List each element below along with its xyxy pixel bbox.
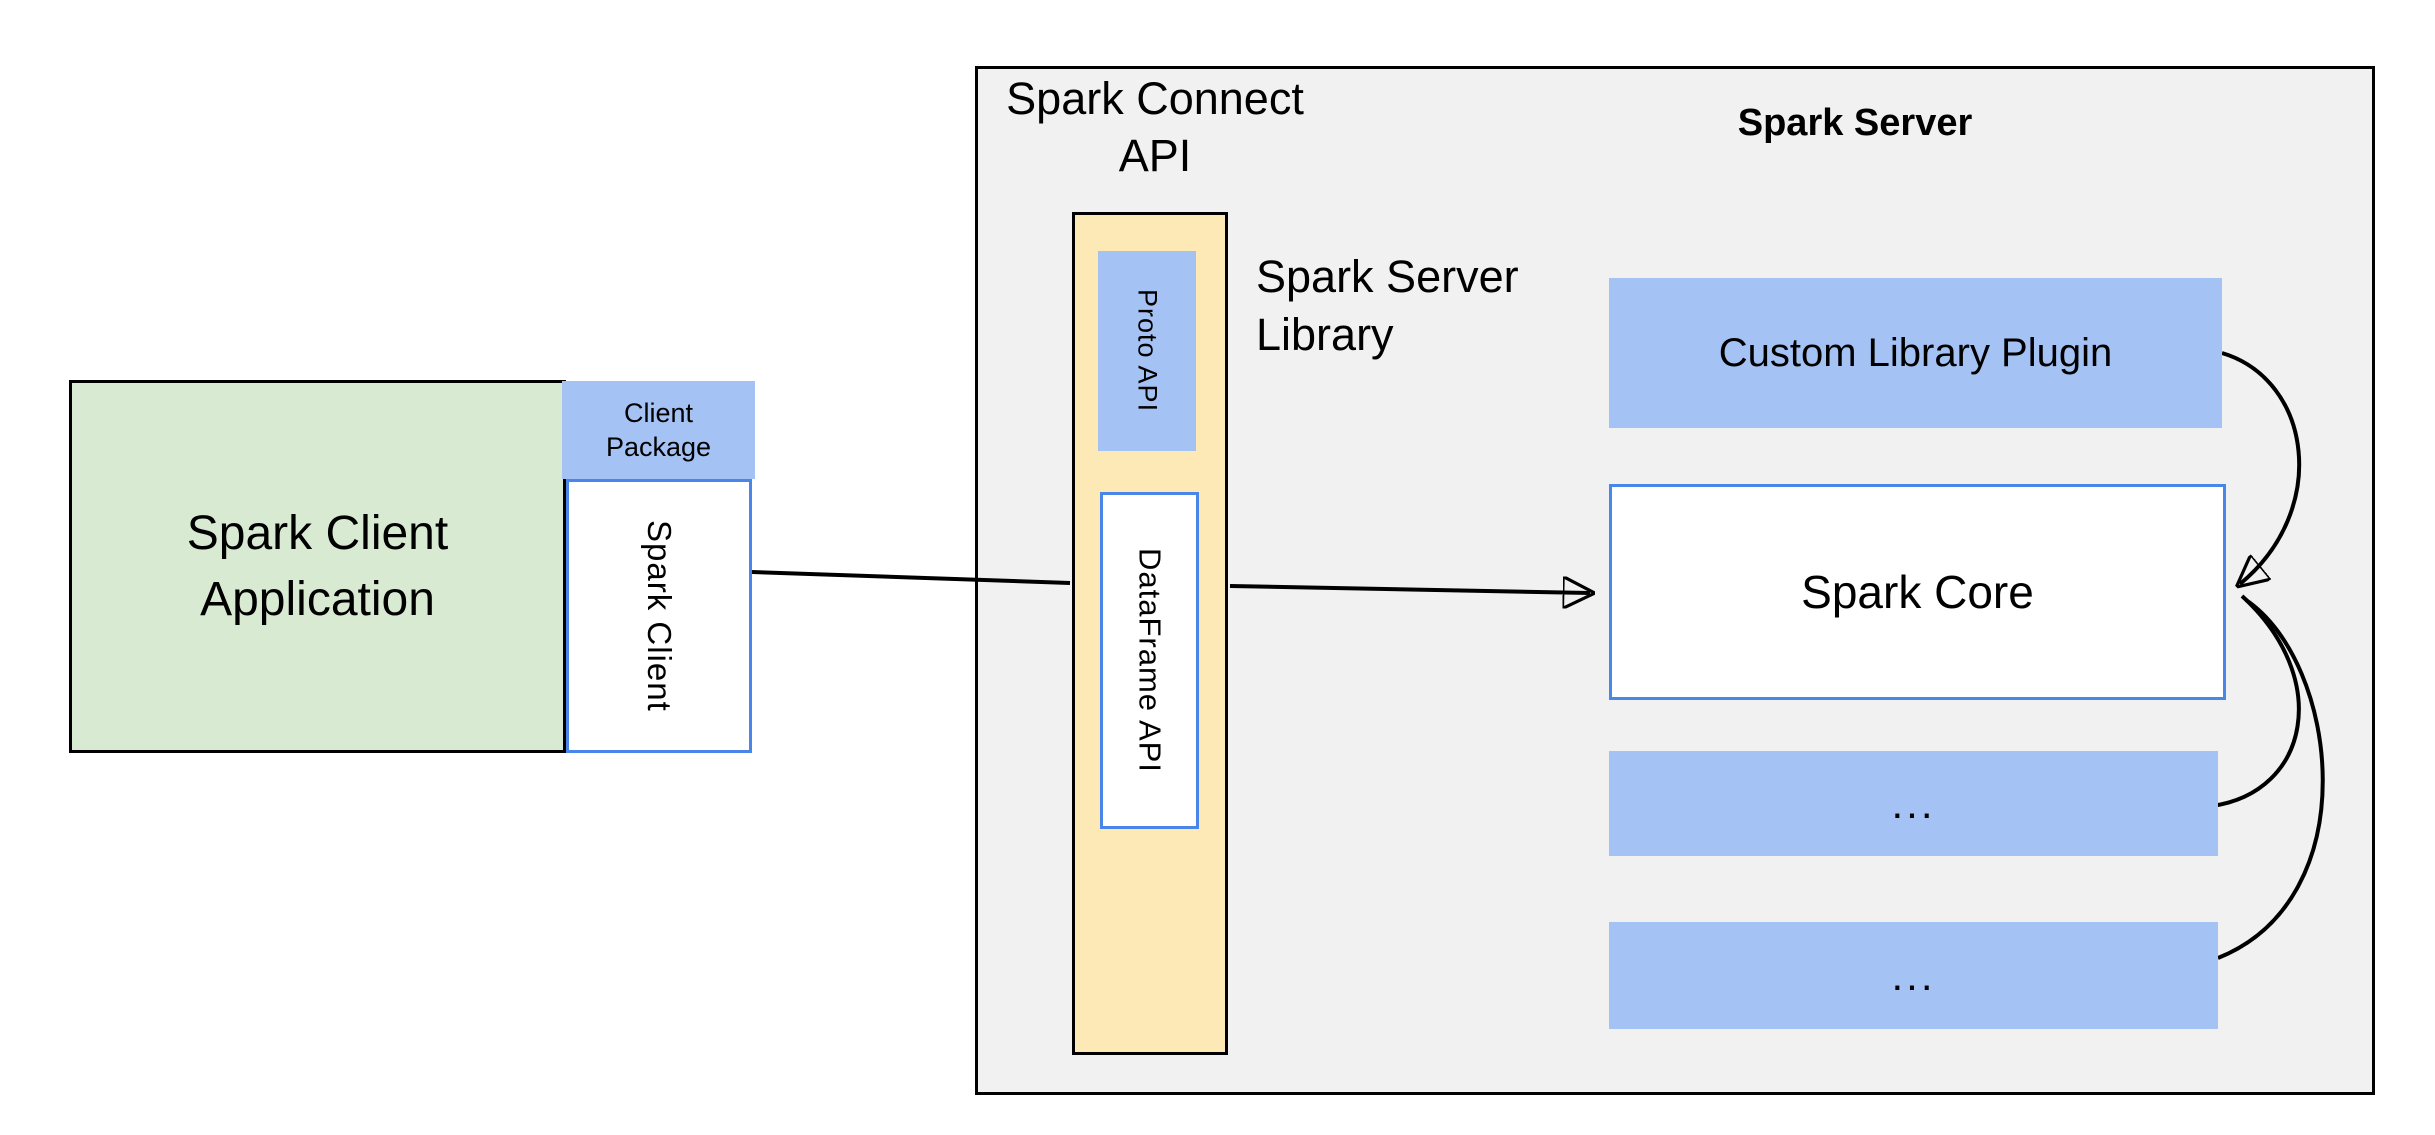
spark-server-library-box (1072, 212, 1228, 1055)
custom-library-plugin-label: Custom Library Plugin (1718, 330, 2113, 375)
dataframe-api-box: DataFrame API (1100, 492, 1199, 829)
spark-client-application-label: Spark Client Application (186, 506, 449, 626)
spark-core-label: Spark Core (1801, 566, 2034, 618)
spark-core-box: Spark Core (1609, 484, 2226, 700)
custom-library-plugin-box: Custom Library Plugin (1609, 278, 2222, 428)
spark-client-label: Spark Client (641, 520, 678, 712)
plugin-slot-2-box: ... (1609, 922, 2218, 1029)
client-package-label: Client Package (605, 398, 712, 462)
spark-client-application-box: Spark Client Application (69, 380, 566, 753)
spark-client-box: Spark Client (566, 479, 752, 753)
proto-api-label: Proto API (1132, 289, 1163, 413)
client-package-box: Client Package (562, 381, 755, 479)
proto-api-box: Proto API (1098, 251, 1196, 451)
spark-server-library-label: Spark Server Library (1256, 251, 1519, 360)
spark-connect-api-label: Spark Connect API (1006, 73, 1304, 181)
plugin-slot-1-label: ... (1891, 779, 1936, 827)
dataframe-api-label: DataFrame API (1132, 548, 1168, 773)
plugin-slot-1-box: ... (1609, 751, 2218, 856)
plugin-slot-2-label: ... (1891, 951, 1936, 999)
spark-server-title: Spark Server (1737, 102, 1973, 144)
